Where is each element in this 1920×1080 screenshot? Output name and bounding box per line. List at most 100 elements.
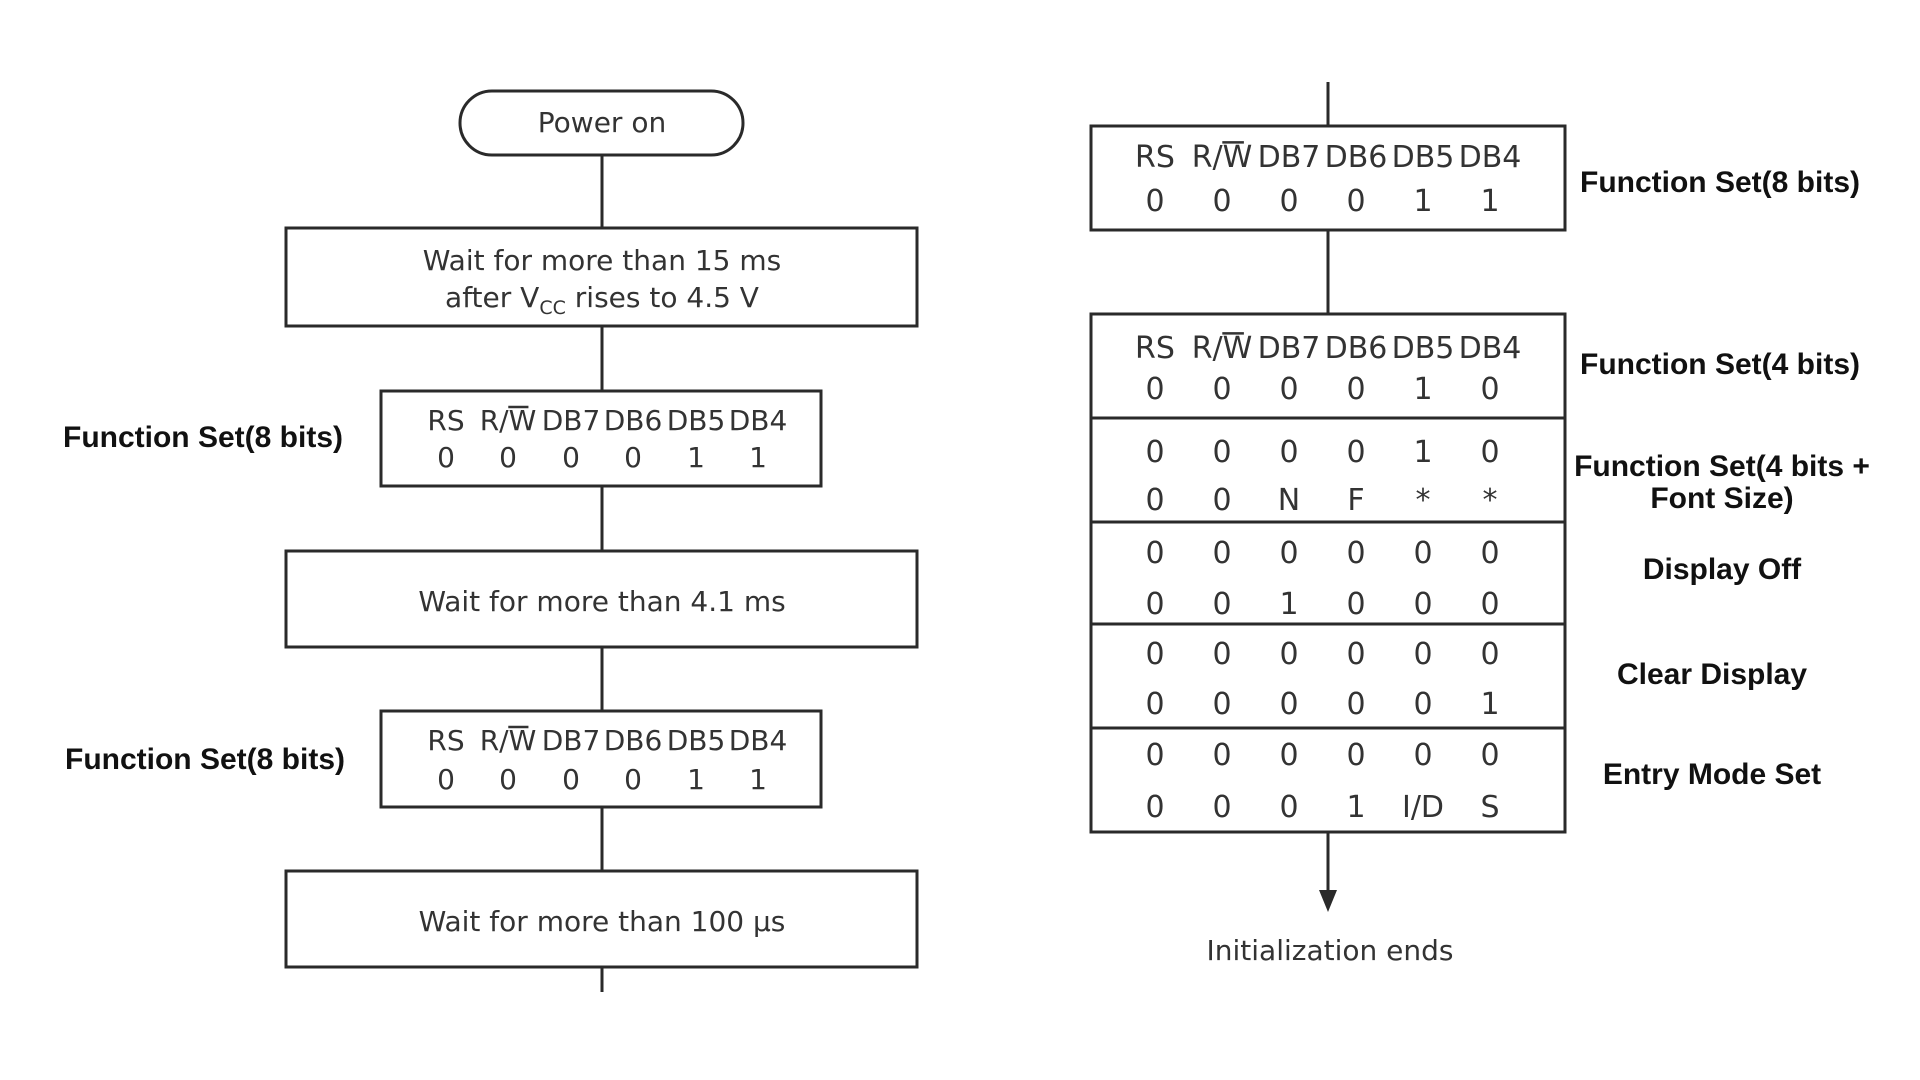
bit-value: 0	[437, 441, 455, 474]
bit-value: 0	[1346, 372, 1365, 407]
bit-value: 0	[1145, 738, 1164, 773]
register-header: R/W	[1192, 140, 1253, 175]
register-header: DB7	[1258, 140, 1321, 175]
bit-value: 1	[1413, 435, 1432, 470]
register-header: DB4	[729, 404, 788, 437]
bit-value: 0	[1145, 184, 1164, 219]
bit-value: 0	[1212, 435, 1231, 470]
register-header: R/W	[480, 724, 537, 757]
bit-value: *	[1416, 483, 1431, 518]
register-header: DB7	[1258, 331, 1321, 366]
command-box	[379, 389, 823, 488]
bit-value: 0	[1413, 738, 1432, 773]
register-header: DB5	[667, 724, 726, 757]
bit-value: 0	[1212, 790, 1231, 825]
bit-value: 0	[1480, 536, 1499, 571]
bit-value: 0	[1145, 435, 1164, 470]
bit-value: 0	[1212, 184, 1231, 219]
register-header: DB6	[604, 404, 663, 437]
bit-value: 0	[624, 441, 642, 474]
bit-value: 1	[1346, 790, 1365, 825]
bit-value: 0	[1413, 536, 1432, 571]
bit-value: 0	[1413, 637, 1432, 672]
bit-value: 0	[1145, 372, 1164, 407]
bit-value: 0	[1346, 637, 1365, 672]
bit-value: 0	[1346, 184, 1365, 219]
start-label: Power on	[538, 106, 666, 139]
bit-value: 0	[624, 763, 642, 796]
bit-value: 0	[1346, 738, 1365, 773]
bit-value: 0	[1346, 687, 1365, 722]
bit-value: 0	[1480, 637, 1499, 672]
bit-value: 0	[1212, 637, 1231, 672]
bit-value: 0	[1145, 637, 1164, 672]
bit-value: 0	[1480, 587, 1499, 622]
command-label: Function Set(8 bits)	[63, 421, 343, 454]
register-header: DB7	[542, 404, 601, 437]
bit-value: *	[1483, 483, 1498, 518]
command-label-line2: Font Size)	[1650, 482, 1793, 515]
bit-value: 0	[499, 763, 517, 796]
command-label: Clear Display	[1617, 658, 1807, 691]
bit-value: 0	[499, 441, 517, 474]
bit-value: 0	[1346, 587, 1365, 622]
register-header: RS	[427, 724, 464, 757]
bit-value: 0	[1413, 687, 1432, 722]
bit-value: 1	[749, 763, 767, 796]
bit-value: 0	[1145, 587, 1164, 622]
wait-step-label: Wait for more than 4.1 ms	[418, 585, 785, 618]
bit-value: 1	[1413, 184, 1432, 219]
bit-value: 0	[1480, 738, 1499, 773]
bit-value: 0	[1212, 483, 1231, 518]
bit-value: 0	[1279, 790, 1298, 825]
command-label: Entry Mode Set	[1603, 758, 1821, 791]
bit-value: 0	[1480, 435, 1499, 470]
register-header: DB6	[1325, 140, 1388, 175]
command-label: Function Set(4 bits)	[1580, 348, 1860, 381]
start-terminal	[458, 89, 745, 157]
bit-value: 0	[562, 763, 580, 796]
register-header: DB6	[1325, 331, 1388, 366]
register-header: DB4	[1459, 140, 1522, 175]
command-box	[379, 709, 823, 809]
bit-value: 0	[1145, 483, 1164, 518]
bit-value: 0	[562, 441, 580, 474]
bit-value: 0	[1212, 738, 1231, 773]
command-label: Display Off	[1643, 553, 1802, 586]
bit-value: 0	[1212, 687, 1231, 722]
bit-value: 0	[1346, 435, 1365, 470]
bit-value: 0	[437, 763, 455, 796]
wait-step-label: Wait for more than 100 µs	[419, 905, 786, 938]
bit-value: 0	[1145, 687, 1164, 722]
bit-value: 1	[1480, 184, 1499, 219]
bit-value: 0	[1212, 587, 1231, 622]
register-header: RS	[1135, 331, 1175, 366]
bit-value: 0	[1279, 738, 1298, 773]
register-header: DB5	[1392, 331, 1455, 366]
wait-step-line1: Wait for more than 15 ms	[423, 244, 781, 277]
wait-step-box	[284, 226, 919, 328]
bit-value: 0	[1145, 536, 1164, 571]
bit-value: 0	[1279, 536, 1298, 571]
wait-step-line2: after VCC rises to 4.5 V	[445, 281, 759, 319]
bit-value: 0	[1413, 587, 1432, 622]
bit-value: 0	[1480, 372, 1499, 407]
bit-value: 0	[1279, 372, 1298, 407]
arrow-head	[1319, 890, 1337, 912]
register-header: DB4	[729, 724, 788, 757]
bit-value: F	[1347, 483, 1364, 518]
bit-value: 0	[1279, 637, 1298, 672]
register-header: R/W	[1192, 331, 1253, 366]
bit-value: 0	[1212, 536, 1231, 571]
register-header: DB6	[604, 724, 663, 757]
register-header: DB4	[1459, 331, 1522, 366]
bit-value: 1	[1413, 372, 1432, 407]
bit-value: 0	[1279, 687, 1298, 722]
